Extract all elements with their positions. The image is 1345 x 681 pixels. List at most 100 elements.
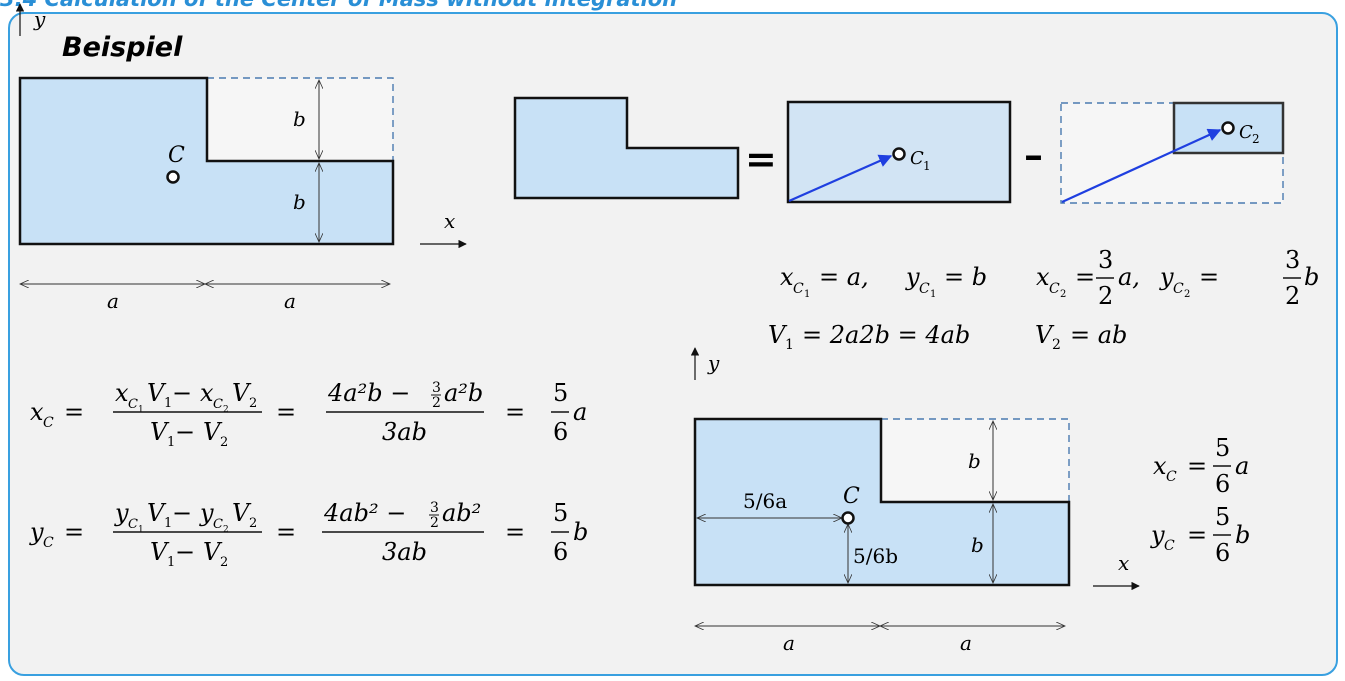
fy-eq3: = <box>505 518 525 546</box>
label-dim-x: 5/6a <box>743 489 787 513</box>
fx-num-c1-1: 1 <box>138 405 144 415</box>
figure-l-shape: y Beispiel b b C x a a <box>15 3 467 313</box>
eq-sub-c1b: C <box>919 281 930 297</box>
eq-v2-rhs: = ab <box>1070 321 1127 349</box>
eq-x-c2: x <box>1036 263 1050 291</box>
eq-sub-2b: 2 <box>1184 289 1190 300</box>
c1-label: C <box>910 148 924 169</box>
label-b-top-2: b <box>968 449 981 473</box>
eq-sub-2: 2 <box>1060 289 1066 300</box>
vector-c2 <box>1061 128 1222 204</box>
equals-sign: = <box>745 136 777 181</box>
res-xc-sub: C <box>1166 469 1177 485</box>
fx-num-c1: C <box>128 397 138 412</box>
res-six-a: 6 <box>1215 470 1230 498</box>
label-b-top: b <box>293 107 306 131</box>
y-axis-label: y <box>33 7 46 31</box>
fx-num-minus: − <box>172 379 192 407</box>
res-yc-sub: C <box>1164 538 1175 554</box>
fx-eq3: = <box>505 398 525 426</box>
eq-eq-a: = a, <box>819 263 869 291</box>
fy-num-v2-sub: 2 <box>249 516 257 531</box>
label-a-left: a <box>107 289 119 313</box>
eq-v2: V <box>1035 321 1055 349</box>
eq-sub-c2: C <box>1049 281 1060 297</box>
fy-den-v1: V <box>150 538 170 566</box>
eq-v1-sub: 1 <box>785 337 794 353</box>
fy-num-c2: C <box>213 517 223 532</box>
res-eq1: = <box>1187 452 1207 480</box>
res-five-b: 5 <box>1215 503 1230 531</box>
fx-xc: x <box>30 398 44 426</box>
fy-five: 5 <box>553 499 568 527</box>
fy-eq2: = <box>276 518 296 546</box>
eq-frac-num-3: 3 <box>1098 246 1113 274</box>
eq-eqsign-y2: = <box>1199 263 1219 291</box>
fx-six: 6 <box>553 418 568 446</box>
label-a-left-2: a <box>783 631 795 655</box>
fx-xc-sub: C <box>43 415 54 431</box>
label-dim-y: 5/6b <box>853 544 898 568</box>
fx-num-v1-sub: 1 <box>164 396 172 411</box>
fx-den-v1-sub: 1 <box>167 435 175 450</box>
fy-half-num: 3 <box>430 500 439 516</box>
centroid-label: C <box>168 143 185 168</box>
l-shape-area <box>18 76 395 246</box>
fx-den-minus: − <box>175 418 195 446</box>
fx-mid-num: 4a²b − <box>327 379 410 407</box>
l-shape-area-2 <box>693 417 1071 587</box>
eq-y-c1: y <box>905 263 920 291</box>
res-xc: x <box>1153 452 1167 480</box>
res-yc: y <box>1150 521 1165 549</box>
x-axis-label-2: x <box>1118 551 1129 575</box>
c2-marker <box>1221 121 1235 135</box>
fy-num-v2: V <box>232 499 252 527</box>
eq-v1-rhs: = 2a2b = 4ab <box>802 321 970 349</box>
fy-num-y1: y <box>114 499 129 527</box>
centroid-formula-x: x C = x C 1 V 1 − x C 2 V 2 V 1 − V 2 = … <box>30 379 587 450</box>
decomposition: = C 1 – C 2 <box>513 96 1285 204</box>
fx-eq1: = <box>64 398 84 426</box>
eq-eq-b: = b <box>944 263 987 291</box>
label-a-right: a <box>284 289 296 313</box>
section-heading: 3.4 Calculation of the Center of Mass wi… <box>0 0 1000 11</box>
centroid-label-2: C <box>843 484 860 509</box>
fx-mid-den: 3ab <box>382 418 427 446</box>
l-shape-small <box>513 96 740 200</box>
c2-label: C <box>1239 122 1253 143</box>
fx-num-c2-2: 2 <box>223 405 229 415</box>
eq-frac-num-3b: 3 <box>1285 246 1300 274</box>
eq-sub-c2b: C <box>1173 281 1184 297</box>
fy-num-c1-1: 1 <box>138 525 144 535</box>
dashed-removed-rect <box>206 77 394 162</box>
fx-num-x1: x <box>115 379 129 407</box>
fx-num-v1: V <box>147 379 167 407</box>
res-eq2: = <box>1187 521 1207 549</box>
eq-eqsign-c2: = <box>1075 263 1095 291</box>
fy-mid-den: 3ab <box>382 538 427 566</box>
fx-den-v1: V <box>150 418 170 446</box>
fx-a: a <box>573 398 587 426</box>
fy-den-minus: − <box>175 538 195 566</box>
fy-b: b <box>573 518 588 546</box>
coordinate-equations: x C 1 = a, y C 1 = b x C 2 = 3 2 a, y C … <box>768 246 1319 353</box>
eq-a-var: a, <box>1118 263 1140 291</box>
fx-num-v2: V <box>232 379 252 407</box>
fy-num-c2-2: 2 <box>223 525 229 535</box>
fy-num-y2: y <box>199 499 214 527</box>
minus-sign: – <box>1024 132 1043 177</box>
res-a: a <box>1235 452 1249 480</box>
example-label: Beispiel <box>62 32 183 63</box>
label-a-right-2: a <box>960 631 972 655</box>
eq-frac-den-2: 2 <box>1098 282 1113 310</box>
eq-v2-sub: 2 <box>1052 337 1061 353</box>
eq-frac-den-2b: 2 <box>1285 282 1300 310</box>
eq-x-c1: x <box>780 263 794 291</box>
res-five-a: 5 <box>1215 434 1230 462</box>
label-b-bottom-2: b <box>971 533 984 557</box>
fy-num-c1: C <box>128 517 138 532</box>
fx-half-den: 2 <box>432 395 441 411</box>
fy-num-minus: − <box>172 499 192 527</box>
vector-c1 <box>788 154 893 203</box>
